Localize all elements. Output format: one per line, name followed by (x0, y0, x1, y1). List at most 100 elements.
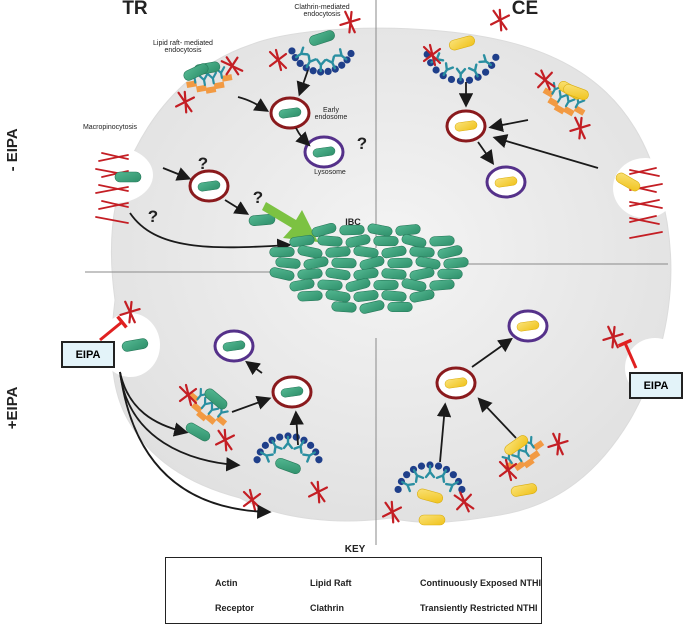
ce-eipa-actin-raft-left (498, 458, 518, 482)
tr-clathrin-pit-rec-9-shape (294, 46, 309, 59)
tr-actin-clathrin-right-f3 (348, 10, 353, 34)
ibc-bacterium-40 (381, 290, 407, 302)
question-mark-4: ? (356, 134, 368, 153)
ibc-bacterium-31 (289, 278, 315, 292)
tr-eipa-clathrin-pit-rec-9-shape (302, 451, 317, 463)
ce-quadrant-title: CE (511, 0, 539, 19)
tr-eipa-clathrin-pit-dot-8 (307, 441, 315, 449)
ibc-bacterium-30 (437, 268, 463, 280)
question-mark-2: ? (252, 188, 264, 207)
key-lipid-raft-label: Lipid Raft (310, 578, 352, 588)
tr-eipa-clathrin-pit (253, 432, 323, 464)
tr-arrow-macro-to-vesicle (162, 167, 192, 181)
ce-eipa-clathrin-pit-dot-10 (458, 485, 466, 494)
ce-eipa-clathrin-pit-rec-1-shape (401, 480, 416, 493)
quadrant-dividers (85, 0, 668, 545)
tr-clathrin-pit-rec-7-shape (305, 54, 317, 69)
ibc-bacterium-33-body (345, 278, 371, 292)
tr-macropinocytosis-ruffle-f5 (95, 186, 129, 194)
ibc-bacterium-24-body (269, 267, 295, 281)
ce-eipa-lipid-raft-site-cargo (504, 435, 529, 455)
tr-lipid-raft-site-raft-4 (221, 74, 233, 82)
ibc-bacterium-29 (409, 267, 435, 281)
ibc-bacterium-0 (311, 222, 337, 238)
ibc-bacterium-34 (373, 279, 399, 291)
tr-macropinocytosis-ruffle-f8 (95, 216, 129, 224)
ibc-bacterium-18-body (303, 256, 329, 270)
tr-macropinocytosis-ruffle-f1 (98, 154, 129, 162)
ibc-bacterium-20 (359, 255, 385, 271)
ibc-bacterium-31-body (289, 278, 315, 292)
ibc-bacterium-7-body (373, 235, 399, 247)
tr-eipa-actin-raft-top-f3 (184, 383, 193, 407)
ce-macropinocytosis-ruffle (629, 167, 663, 239)
ibc-bacterium-32 (317, 279, 343, 291)
ibc-bacterium-25-body (297, 268, 323, 280)
tr-eipa-endosome-cargo-body (280, 386, 304, 398)
ce-eipa-actin-clathrin-right (453, 491, 475, 513)
ibc-bacterium-14-body (381, 245, 407, 259)
ce-eipa-raft-bacterium-body (510, 483, 538, 497)
ce-clathrin-pit-dot-0 (492, 53, 500, 61)
tr-eipa-lysosome-cargo (222, 340, 246, 352)
ibc-bacterium-30-body (437, 268, 463, 280)
ce-eipa-lysosome-cargo (516, 320, 540, 332)
clathrin-endocytosis-label: Clathrin-mediated endocytosis (294, 4, 350, 19)
ibc-bacterium-28 (381, 268, 407, 280)
ibc-bacterium-0-body (311, 222, 337, 238)
ce-eipa-actin-clathrin-right-f3 (459, 491, 470, 513)
tr-eipa-clathrin-pit-cargo-body (275, 457, 301, 475)
tr-actin-raft-left-f3 (183, 90, 188, 114)
ibc-bacterium-40-body (381, 290, 407, 302)
ibc-bacterium-44 (387, 301, 413, 313)
ce-macropinocytosis-ruffle-f0 (629, 167, 657, 175)
ibc-bacterium-16-body (437, 245, 463, 259)
ibc-bacterium-1 (339, 224, 365, 236)
ce-eipa-lysosome-cargo-body (516, 320, 540, 332)
ce-clathrin-pit-dot-6 (447, 75, 456, 84)
ce-early-endosome-cargo (454, 120, 478, 132)
tr-eipa-inhibitor-bar (116, 315, 128, 329)
ce-actin-raft-top-f3 (540, 69, 551, 91)
ibc-bacterium-11 (297, 245, 323, 259)
tr-macropinosome-cargo-body (197, 180, 221, 192)
tr-eipa-arrow-clathrin-to-endosome (289, 410, 304, 446)
ce-eipa-arrow-endosome-to-lysosome (471, 337, 513, 368)
key-actin-label: Actin (215, 578, 238, 588)
ibc-bacterium-23-body (443, 257, 469, 269)
ce-eipa-lipid-raft-site-raft-1 (513, 460, 526, 472)
ce-early-endosome-cargo-body (454, 120, 478, 132)
ce-clathrin-pit-rec-7 (442, 62, 455, 77)
tr-macropinocytosis-ruffle-f7 (98, 202, 129, 210)
ibc-bacterium-9 (429, 235, 455, 247)
tr-actin-clathrin-left-f3 (274, 48, 283, 72)
tr-eipa-inhibitor (99, 315, 128, 342)
ibc-bacterium-41 (409, 289, 435, 303)
tr-eipa-clathrin-pit-rec-9 (302, 451, 317, 463)
tr-eipa-clathrin-pit-dot-6 (292, 433, 300, 441)
tr-eipa-clathrin-pit-rec-5 (282, 435, 294, 450)
tr-eipa-arrow-blocked-3 (119, 371, 272, 519)
ce-eipa-clathrin-pit-rec-7-shape (435, 469, 448, 484)
ce-eipa-clathrin-pit-rec-7 (435, 469, 448, 484)
tr-macropinocytosis-ruffle-f6 (101, 200, 129, 208)
ce-eipa-actin-raft-right-f3 (556, 432, 561, 456)
minus-eipa-label: - EIPA (4, 128, 22, 172)
key-tr-nthi-label: Transiently Restricted NTHI (420, 603, 538, 613)
tr-eipa-clathrin-pit-rec-7 (293, 439, 305, 454)
ibc-bacterium-41-body (409, 289, 435, 303)
tr-actin-raft-right-f3 (225, 56, 240, 76)
ce-eipa-arrow-raft-to-endosome (477, 397, 517, 439)
ce-eipa-clathrin-pit-dot-8 (449, 471, 457, 479)
ce-eipa-clathrin-pit-rec-9 (444, 480, 459, 493)
ce-macropinocytosis-ruffle-f6 (629, 215, 657, 223)
ce-clathrin-pit-cargo-body (448, 35, 476, 51)
tr-eipa-clathrin-pit-dot-4 (276, 433, 284, 441)
tr-clathrin-pit-cargo-body (309, 30, 335, 46)
ibc-bacterium-35 (401, 278, 427, 292)
tr-eipa-lipid-raft-site-rec-1 (200, 396, 213, 410)
ibc-bacterium-6 (345, 234, 371, 248)
tr-eipa-actin-f3 (128, 300, 133, 324)
tr-macropinocytosis-ruffle-f4 (98, 184, 129, 192)
